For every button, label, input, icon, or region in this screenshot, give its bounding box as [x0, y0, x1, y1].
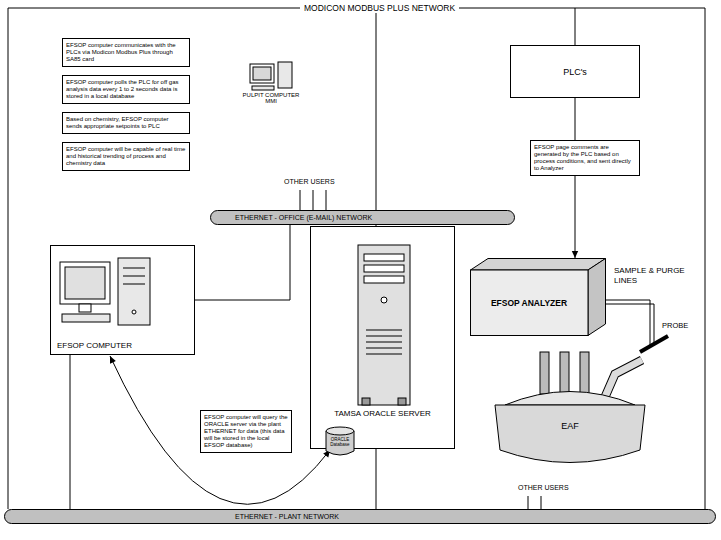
connector-line	[70, 355, 71, 509]
pulpit-computer-icon	[250, 64, 274, 83]
computer-box: EFSOP COMPUTER	[50, 245, 195, 355]
furnace: EAF	[480, 345, 660, 470]
efsop-computer-icon	[62, 314, 110, 322]
plc-box: PLC's	[510, 45, 640, 98]
furnace-drawing	[580, 352, 589, 394]
connector-line	[195, 225, 290, 300]
arrow-head	[572, 251, 578, 258]
efsop-computer-icon	[60, 258, 150, 325]
node-text: ETHERNET - PLANT NETWORK	[235, 510, 715, 523]
node-text: EFSOP computer communicates with the PLC…	[66, 42, 186, 63]
oracle-server-icon	[398, 398, 406, 405]
modbus-network-line	[8, 8, 705, 509]
oracle-server-icon	[364, 276, 404, 283]
efsop-computer-icon	[123, 268, 145, 284]
callout-box: EFSOP page comments are generated by the…	[530, 140, 640, 176]
note-box: EFSOP computer communicates with the PLC…	[62, 38, 190, 67]
arrow-head	[110, 356, 116, 364]
connector-label: SAMPLE & PURGE LINES	[614, 266, 694, 286]
furnace-drawing	[505, 392, 635, 406]
connector	[110, 356, 330, 504]
connector-line	[575, 98, 576, 258]
node-text: ETHERNET - OFFICE (E-MAIL) NETWORK	[235, 211, 514, 224]
analyzer-box-outline	[588, 259, 606, 336]
node-text: EFSOP COMPUTER	[57, 341, 194, 350]
furnace-drawing	[605, 360, 642, 397]
node-text: EFSOP page comments are generated by the…	[534, 144, 636, 172]
users-label: OTHER USERS	[284, 178, 335, 185]
pulpit-computer-icon	[250, 62, 292, 90]
node-text: EFSOP computer will query the ORACLE ser…	[204, 414, 288, 449]
analyzer-box-outline	[471, 259, 606, 271]
note-box: EFSOP computer polls the PLC for off gas…	[62, 75, 190, 104]
user-drop-lines	[300, 190, 541, 509]
oracle-server-icon	[358, 245, 410, 405]
oracle-server-icon	[362, 398, 370, 405]
node-text: EFSOP computer polls the PLC for off gas…	[66, 79, 186, 100]
node-text: ORACLE Database	[325, 437, 355, 447]
analyzer-box-outline	[471, 270, 589, 336]
connector-line	[376, 449, 377, 509]
user-drop-lines	[300, 190, 541, 509]
computer-icon-label: PULPIT COMPUTER MMI	[236, 60, 306, 104]
furnace-drawing	[605, 360, 642, 397]
pulpit-computer-icon	[278, 62, 292, 88]
oracle-server-icon	[364, 265, 404, 272]
connector	[606, 300, 654, 345]
node-text: EFSOP computer will be capable of real t…	[66, 146, 186, 167]
connector	[70, 355, 71, 509]
database-cylinder: ORACLE Database	[325, 426, 355, 456]
node-text: TAMSA ORACLE SERVER	[311, 409, 454, 418]
database-cylinder-outline	[326, 427, 354, 435]
network-label: MODICON MODBUS PLUS NETWORK	[300, 3, 459, 13]
modbus-network-line	[8, 8, 705, 509]
server-box: TAMSA ORACLE SERVER ORACLE Database	[310, 226, 455, 449]
node-text: EFSOP ANALYZER	[491, 298, 567, 308]
furnace-drawing	[540, 352, 549, 394]
connector	[376, 449, 377, 509]
node-text: PULPIT COMPUTER MMI	[236, 92, 306, 104]
network-bar: ETHERNET - PLANT NETWORK	[4, 509, 716, 524]
efsop-computer-icon	[118, 258, 150, 325]
node-text: Based on chemistry, EFSOP computer sends…	[66, 116, 186, 130]
analyzer-box: EFSOP ANALYZER	[470, 258, 606, 336]
oracle-server-icon	[364, 254, 404, 261]
oracle-server-icon	[358, 245, 410, 405]
connector	[572, 98, 578, 258]
pulpit-computer-icon	[253, 67, 271, 80]
note-box: Based on chemistry, EFSOP computer sends…	[62, 112, 190, 134]
node-text: PLC's	[563, 67, 587, 77]
note-box: EFSOP computer will be capable of real t…	[62, 142, 190, 171]
furnace-drawing	[495, 405, 645, 463]
oracle-server-icon	[381, 297, 387, 303]
network-bar: ETHERNET - OFFICE (E-MAIL) NETWORK	[210, 210, 515, 225]
connector-line	[110, 356, 330, 504]
efsop-computer-icon	[65, 267, 105, 299]
connector-line	[606, 300, 654, 345]
node-text: EAF	[480, 421, 660, 431]
analyzer-box-outline	[470, 258, 606, 336]
pulpit-computer-icon	[252, 86, 274, 90]
efsop-computer-icon	[60, 262, 110, 304]
efsop-computer-icon	[79, 304, 91, 312]
oracle-server-icon	[366, 330, 402, 354]
connector	[195, 225, 290, 300]
furnace-drawing	[495, 336, 668, 463]
probe-label: PROBE	[662, 321, 688, 330]
users-label: OTHER USERS	[518, 484, 569, 491]
note-box: EFSOP computer will query the ORACLE ser…	[200, 410, 292, 453]
furnace-drawing	[560, 352, 569, 394]
efsop-computer-icon	[132, 310, 136, 314]
